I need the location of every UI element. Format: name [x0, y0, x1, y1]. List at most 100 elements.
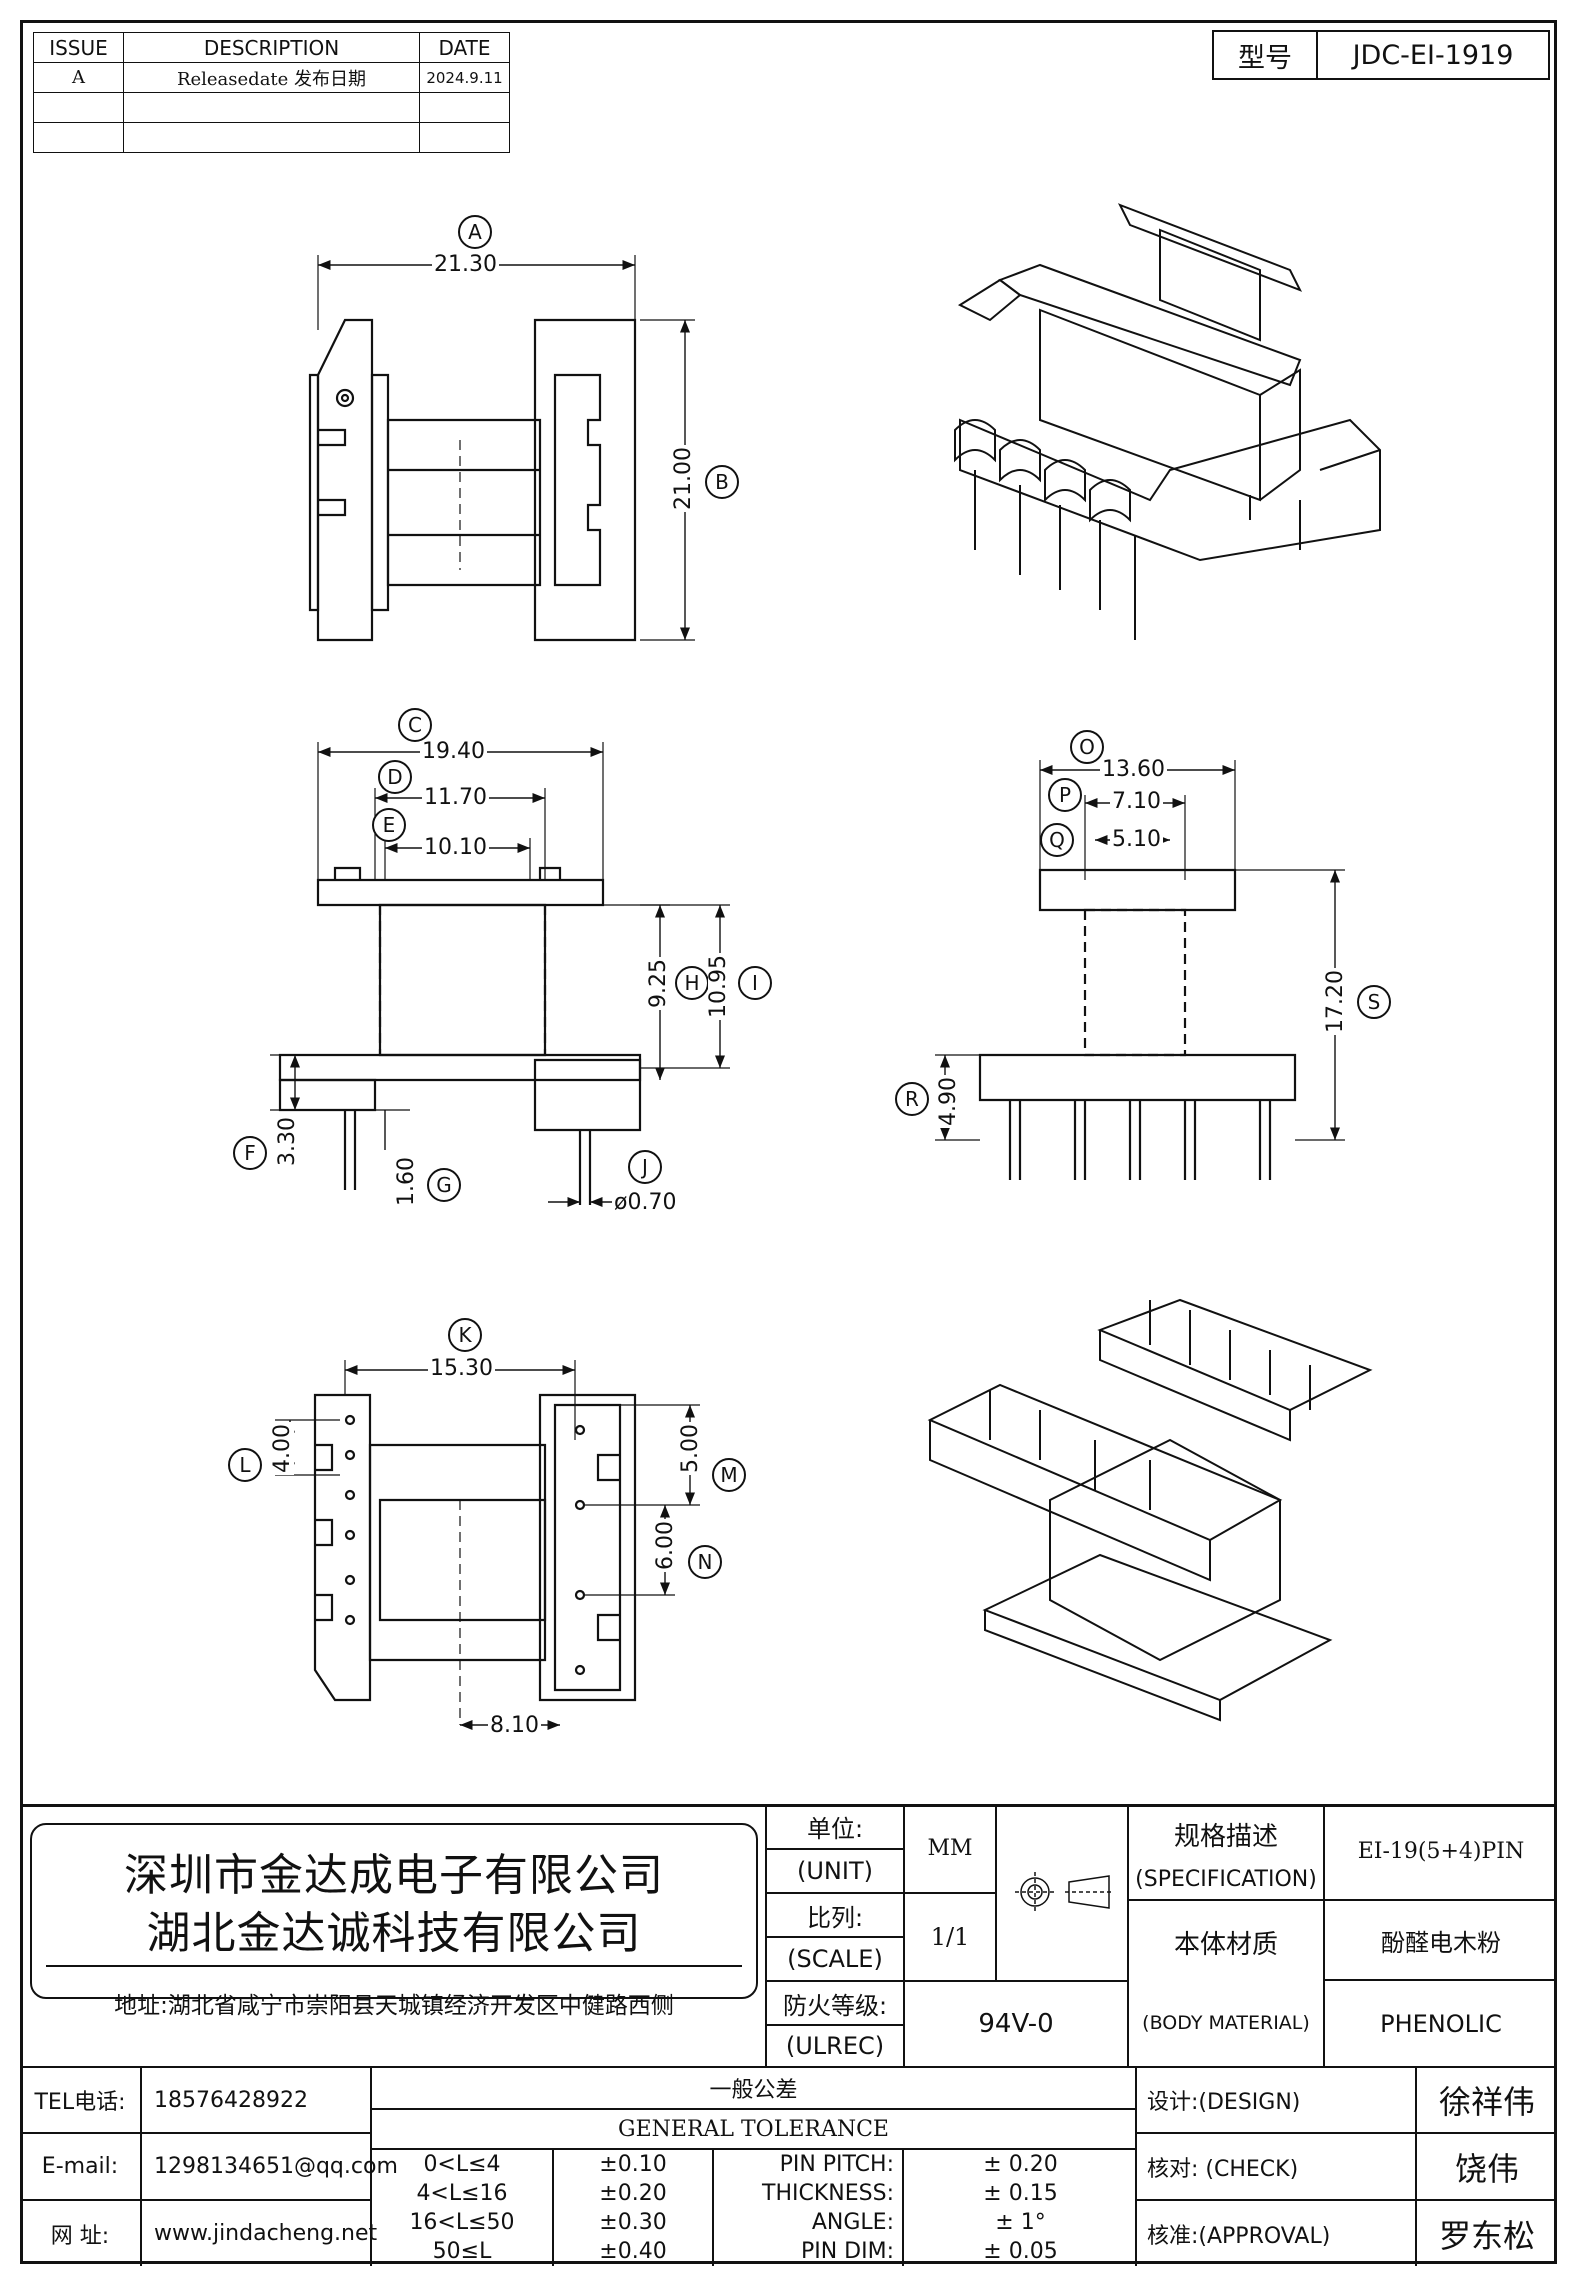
tol-range: 50≤L: [432, 2239, 492, 2264]
scale-label-cn: 比列:: [765, 1892, 903, 1936]
tol-range: 16<L≤50: [409, 2210, 515, 2235]
dim-letter-C: C: [398, 708, 432, 742]
model-box: 型号 JDC-EI-1919: [1212, 30, 1550, 80]
iso-view-bottom: [927, 1298, 1373, 1722]
dim-letter-A: A: [458, 215, 492, 249]
title-block-top-rule: [20, 1804, 1557, 1807]
tol-item: PIN DIM:: [712, 2237, 902, 2266]
spec-value: EI-19(5+4)PIN: [1323, 1804, 1557, 1899]
tol-item: THICKNESS:: [712, 2179, 902, 2208]
dim-value-B: 21.00: [671, 445, 696, 512]
tol-range: 4<L≤16: [416, 2181, 508, 2206]
dim-value-bottom: 8.10: [488, 1713, 541, 1738]
dim-value-N: 6.00: [653, 1519, 678, 1572]
dim-letter-L: L: [228, 1448, 262, 1482]
spec-label-cn: 规格描述: [1127, 1804, 1323, 1864]
model-label: 型号: [1214, 32, 1318, 78]
company-name-1: 深圳市金达成电子有限公司: [124, 1850, 664, 1901]
projection-symbol: [995, 1804, 1127, 1980]
rev-empty: [419, 92, 510, 123]
material-label-cn: 本体材质: [1127, 1899, 1323, 1984]
company-box: 深圳市金达成电子有限公司 湖北金达诚科技有限公司: [30, 1823, 758, 1999]
dim-letter-M: M: [712, 1458, 746, 1492]
tol-item: ANGLE:: [712, 2208, 902, 2237]
side-view: [935, 760, 1345, 1180]
dim-letter-K: K: [448, 1318, 482, 1352]
tolerance-title-en: GENERAL TOLERANCE: [370, 2108, 1135, 2148]
web-label: 网 址:: [20, 2199, 140, 2266]
scale-value: 1/1: [903, 1892, 995, 1980]
tel-label: TEL电话:: [34, 2090, 126, 2115]
dim-value-F: 3.30: [275, 1115, 300, 1168]
dim-value-G: 1.60: [394, 1155, 419, 1208]
dim-letter-Q: Q: [1040, 823, 1074, 857]
check-name: 饶伟: [1415, 2132, 1557, 2199]
tolerance-title-cn: 一般公差: [370, 2068, 1135, 2108]
dim-value-A: 21.30: [432, 252, 499, 277]
technical-drawing: [270, 203, 1381, 1731]
dim-letter-E: E: [372, 808, 406, 842]
top-view: [308, 255, 695, 642]
dim-value-I: 10.95: [706, 953, 731, 1020]
flame-value: 94V-0: [903, 1980, 1127, 2066]
dim-letter-R: R: [895, 1082, 929, 1116]
tol-item-value: ± 0.15: [902, 2179, 1137, 2208]
dim-value-J: ø0.70: [612, 1190, 679, 1215]
rev-header-date: DATE: [419, 32, 510, 63]
model-value: JDC-EI-1919: [1352, 39, 1514, 71]
dim-value-O: 13.60: [1100, 757, 1167, 782]
dim-value-K: 15.30: [428, 1356, 495, 1381]
rev-issue: A: [33, 62, 124, 93]
tol-value: ±0.30: [552, 2208, 712, 2237]
rev-date: 2024.9.11: [419, 62, 510, 93]
first-angle-projection-icon: [1015, 1872, 1113, 1912]
tol-item-value: ± 0.05: [902, 2237, 1137, 2266]
dim-value-D: 11.70: [422, 785, 489, 810]
email-label: E-mail:: [20, 2132, 140, 2199]
dim-letter-N: N: [688, 1545, 722, 1579]
material-label-en: (BODY MATERIAL): [1127, 1979, 1323, 2066]
drawing-frame: [20, 20, 1557, 2264]
dim-letter-F: F: [233, 1136, 267, 1170]
unit-value: MM: [903, 1804, 995, 1892]
company-address: 地址:湖北省咸宁市崇阳县天城镇经济开发区中健路西侧: [114, 1993, 674, 2019]
dim-value-R: 4.90: [936, 1075, 961, 1128]
tol-item-value: ± 0.20: [902, 2150, 1137, 2179]
dim-value-H: 9.25: [646, 957, 671, 1010]
dim-value-Q: 5.10: [1110, 827, 1163, 852]
material-value-cn: 酚醛电木粉: [1323, 1899, 1557, 1979]
dim-letter-P: P: [1048, 778, 1082, 812]
dim-letter-I: I: [738, 966, 772, 1000]
company-separator: [46, 1965, 742, 1967]
flame-label-cn: 防火等级:: [765, 1980, 903, 2024]
dim-letter-B: B: [705, 465, 739, 499]
dim-value-E: 10.10: [422, 835, 489, 860]
revision-table: ISSUE DESCRIPTION DATE A Releasedate 发布日…: [33, 32, 510, 153]
unit-label-cn: 单位:: [765, 1804, 903, 1848]
material-value-en: PHENOLIC: [1323, 1979, 1557, 2066]
dim-value-S: 17.20: [1323, 968, 1348, 1035]
dim-value-P: 7.10: [1110, 789, 1163, 814]
tol-value: ±0.40: [552, 2237, 712, 2266]
rev-empty: [419, 122, 510, 153]
tolerance-table: 0<L≤4 4<L≤16 16<L≤50 50≤L ±0.10 ±0.20 ±0…: [370, 2148, 1135, 2266]
tel-value: 18576428922: [140, 2068, 370, 2132]
tol-item-value: ± 1°: [902, 2208, 1137, 2237]
email-value: 1298134651@qq.com: [140, 2132, 398, 2199]
check-label: 核对: (CHECK): [1135, 2132, 1415, 2199]
rev-header-description: DESCRIPTION: [123, 32, 420, 63]
dim-value-M: 5.00: [678, 1422, 703, 1475]
approval-name: 罗东松: [1415, 2199, 1557, 2266]
scale-label-en: (SCALE): [765, 1936, 903, 1980]
spec-label-en: (SPECIFICATION): [1127, 1859, 1323, 1899]
design-label: 设计:(DESIGN): [1135, 2068, 1415, 2132]
tol-value: ±0.20: [552, 2179, 712, 2208]
company-name-2: 湖北金达诚科技有限公司: [146, 1908, 642, 1959]
rev-empty: [33, 122, 124, 153]
flame-label-en: (ULREC): [765, 2024, 903, 2066]
design-name: 徐祥伟: [1415, 2068, 1557, 2132]
dim-letter-G: G: [427, 1168, 461, 1202]
web-value: www.jindacheng.net: [140, 2199, 377, 2266]
lower-block: TEL电话: 18576428922 E-mail: 1298134651@qq…: [20, 2066, 1557, 2266]
tol-value: ±0.10: [552, 2150, 712, 2179]
